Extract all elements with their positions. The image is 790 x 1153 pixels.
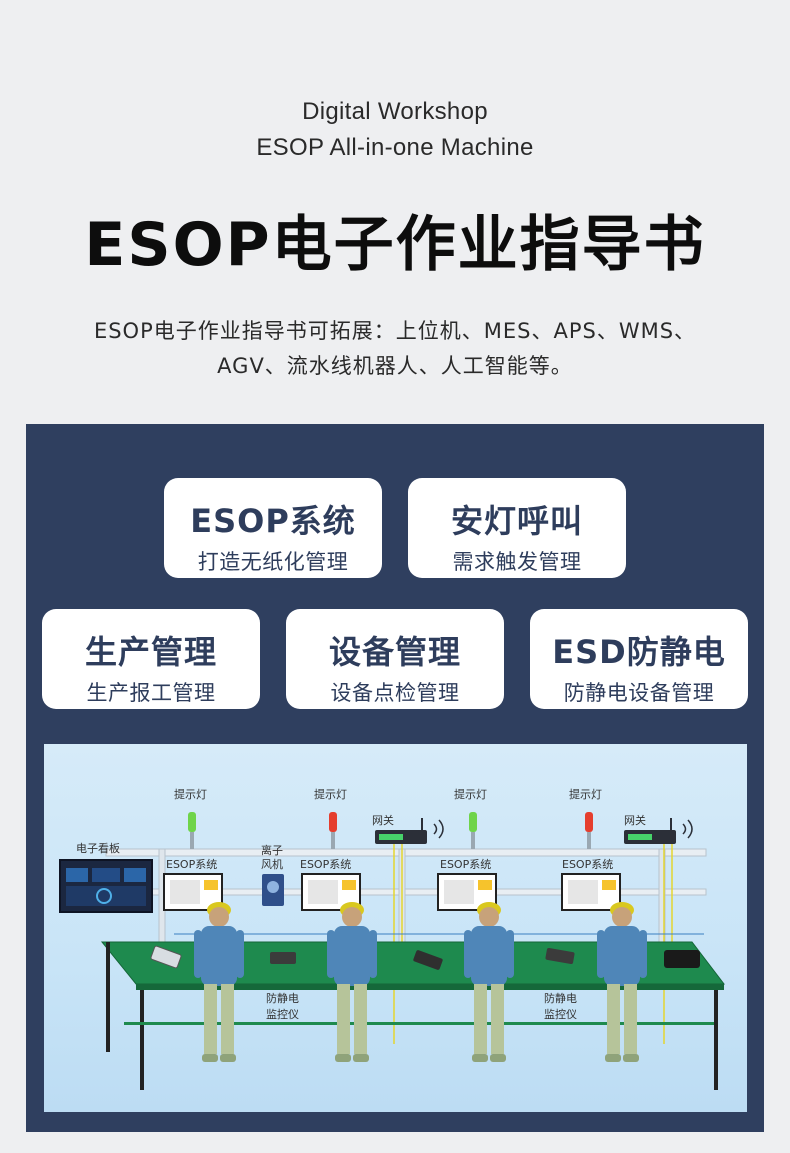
esop-terminal-icon bbox=[561, 873, 621, 911]
feature-card-production: 生产管理 生产报工管理 bbox=[42, 609, 260, 709]
feature-card-equipment: 设备管理 设备点检管理 bbox=[286, 609, 504, 709]
esop-system-label: ESOP系统 bbox=[440, 858, 491, 871]
feature-card-andon: 安灯呼叫 需求触发管理 bbox=[408, 478, 626, 578]
feature-title: 安灯呼叫 bbox=[450, 502, 583, 540]
feature-panel: ESOP系统 打造无纸化管理 安灯呼叫 需求触发管理 生产管理 生产报工管理 设… bbox=[26, 424, 764, 1132]
indicator-light-label: 提示灯 bbox=[314, 788, 347, 801]
worker-figure bbox=[464, 902, 514, 1062]
feature-subtitle: 需求触发管理 bbox=[452, 550, 582, 574]
subtitle-esop-machine: ESOP All-in-one Machine bbox=[256, 134, 534, 161]
description-line-1: ESOP电子作业指导书可拓展：上位机、MES、APS、WMS、 bbox=[93, 319, 697, 343]
feature-title: 设备管理 bbox=[328, 633, 461, 671]
feature-card-esop: ESOP系统 打造无纸化管理 bbox=[164, 478, 382, 578]
feature-subtitle: 防静电设备管理 bbox=[563, 681, 715, 705]
esd-monitor-label-1: 防静电 bbox=[266, 991, 299, 1005]
ion-fan-icon bbox=[262, 874, 284, 906]
indicator-light-icon bbox=[329, 812, 337, 849]
feature-subtitle: 设备点检管理 bbox=[330, 681, 460, 705]
feature-title: 生产管理 bbox=[84, 633, 217, 671]
workshop-svg: 提示灯 提示灯 提示灯 提示灯 网关 网关 电子看板 bbox=[59, 788, 726, 1090]
gateway-icon bbox=[375, 818, 444, 844]
feature-title: ESD防静电 bbox=[552, 633, 726, 671]
esd-monitor-label-2: 监控仪 bbox=[544, 1007, 577, 1021]
ion-fan-label-2: 风机 bbox=[261, 857, 283, 871]
page-title: ESOP电子作业指导书 bbox=[84, 210, 706, 280]
indicator-light-label: 提示灯 bbox=[454, 788, 487, 801]
gateway-label: 网关 bbox=[624, 813, 646, 827]
indicator-light-label: 提示灯 bbox=[174, 788, 207, 801]
feature-card-esd: ESD防静电 防静电设备管理 bbox=[530, 609, 748, 709]
worker-figure bbox=[597, 902, 647, 1062]
feature-subtitle: 打造无纸化管理 bbox=[197, 550, 349, 574]
ebanner-label: 电子看板 bbox=[76, 841, 120, 855]
workshop-illustration: 提示灯 提示灯 提示灯 提示灯 网关 网关 电子看板 bbox=[44, 744, 747, 1112]
esd-monitor-label-2: 监控仪 bbox=[266, 1007, 299, 1021]
feature-subtitle: 生产报工管理 bbox=[86, 681, 216, 705]
esop-system-label: ESOP系统 bbox=[166, 858, 217, 871]
worker-figure bbox=[327, 902, 377, 1062]
description-line-2: AGV、流水线机器人、人工智能等。 bbox=[217, 354, 573, 378]
indicator-light-icon bbox=[469, 812, 477, 849]
feature-title: ESOP系统 bbox=[190, 502, 356, 540]
subtitle-digital-workshop: Digital Workshop bbox=[302, 98, 488, 125]
indicator-light-label: 提示灯 bbox=[569, 788, 602, 801]
gateway-label: 网关 bbox=[372, 813, 394, 827]
esop-terminal-icon bbox=[437, 873, 497, 911]
indicator-light-icon bbox=[585, 812, 593, 849]
esop-system-label: ESOP系统 bbox=[562, 858, 613, 871]
indicator-light-icon bbox=[188, 812, 196, 849]
dashboard-screen-icon bbox=[59, 859, 153, 913]
esd-monitor-label-1: 防静电 bbox=[544, 991, 577, 1005]
esop-system-label: ESOP系统 bbox=[300, 858, 351, 871]
gateway-icon bbox=[624, 818, 693, 844]
ion-fan-label-1: 离子 bbox=[261, 843, 283, 857]
worker-figure bbox=[194, 902, 244, 1062]
